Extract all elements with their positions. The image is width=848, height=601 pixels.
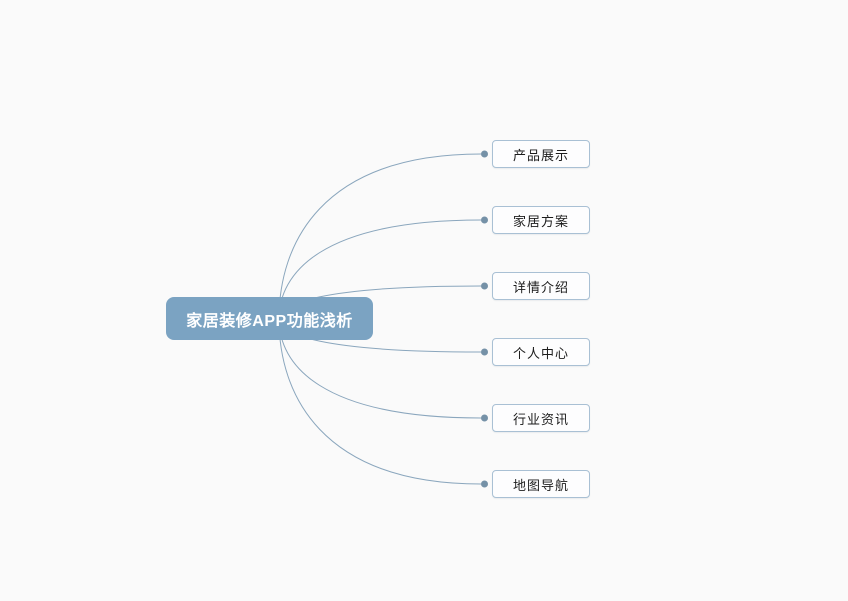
child-node-detail-intro[interactable]: 详情介绍 [492,272,590,300]
edge-endpoint-dot [481,414,488,422]
child-node-label: 产品展示 [512,147,569,163]
child-node-label: 详情介绍 [512,279,569,295]
child-node-product-display[interactable]: 产品展示 [492,140,590,168]
child-node-label: 行业资讯 [512,411,569,427]
child-node-industry-news[interactable]: 行业资讯 [492,404,590,432]
child-node-label: 个人中心 [512,345,569,361]
child-node-map-navigation[interactable]: 地图导航 [492,470,590,498]
child-node-label: 家居方案 [512,213,569,229]
root-node-label: 家居装修APP功能浅析 [186,312,353,330]
edge-endpoint-dot [481,282,488,290]
root-node[interactable]: 家居装修APP功能浅析 [166,297,373,340]
edge-endpoint-dot [481,216,488,224]
child-node-personal-center[interactable]: 个人中心 [492,338,590,366]
child-node-label: 地图导航 [512,477,569,493]
edge-endpoint-dot [481,150,488,158]
edge-endpoint-dot [481,348,488,356]
child-node-home-plan[interactable]: 家居方案 [492,206,590,234]
edge-endpoint-dot [481,480,488,488]
edge-line-6 [278,318,482,485]
edge-line-1 [278,153,482,320]
